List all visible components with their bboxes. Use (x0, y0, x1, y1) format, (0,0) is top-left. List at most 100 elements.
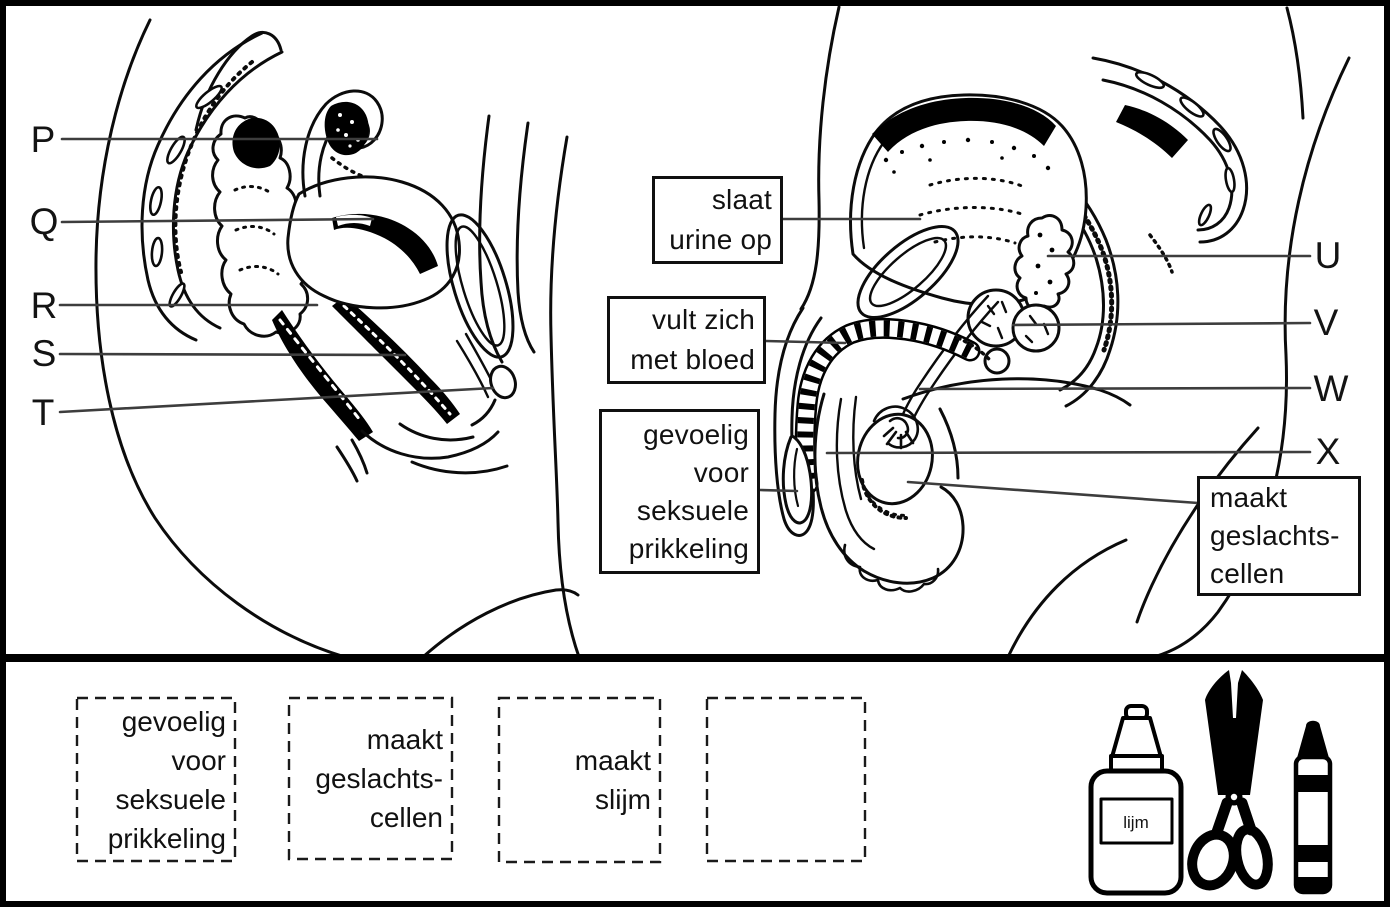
leader-line-v (1011, 321, 1312, 327)
cutout-line: gevoelig (121, 705, 226, 737)
letter-labels: P Q R S T U V W X (30, 119, 1349, 472)
female-fold-4 (470, 398, 497, 427)
cutout-line: voor (171, 744, 226, 776)
female-fold-3 (410, 460, 509, 475)
male-coccyx-stipple (1148, 233, 1174, 274)
female-fold-1 (360, 429, 500, 460)
male-testis (856, 412, 934, 506)
cutout-border-1 (75, 696, 237, 863)
male-prostate-lobe-2 (1011, 303, 1061, 353)
female-ovary (324, 101, 369, 156)
callout-line: gevoelig (643, 418, 749, 450)
label-letter-p: P (31, 119, 56, 160)
leader-line-glans-callout (758, 488, 799, 493)
male-thigh-front (1135, 426, 1260, 624)
callout-line: prikkeling (628, 532, 749, 564)
label-letter-s: S (32, 333, 57, 374)
callout-fills-with-blood: vult zich met bloed (607, 296, 766, 384)
female-clitoris (489, 364, 517, 400)
glue-label-box (1099, 797, 1174, 845)
male-bladder-inner-wall (860, 140, 886, 250)
female-sacrum-stipple (173, 60, 254, 274)
cutout-box-empty[interactable] (707, 698, 865, 861)
female-sacrum-outer (140, 31, 264, 342)
male-vertebra-facets (1134, 70, 1236, 227)
leader-line-x (825, 450, 1312, 455)
female-uterus-cavity (332, 213, 438, 274)
cutout-border-2 (287, 696, 454, 861)
cutout-box-makes-sex-cells[interactable]: maakt geslachts- cellen (289, 698, 452, 859)
female-pubic-bone-outer (445, 213, 515, 359)
callout-line: cellen (1210, 558, 1285, 589)
female-figure (94, 18, 581, 659)
male-corpus-cavernosum (794, 317, 981, 495)
male-groin-crease (901, 377, 1132, 407)
cutout-line: maakt (366, 724, 443, 755)
female-front-line-2 (515, 121, 536, 354)
male-penis-skin-outer (773, 306, 815, 537)
callout-line: seksuele (636, 494, 749, 526)
label-letter-t: T (32, 392, 55, 433)
female-urethra-2 (455, 339, 490, 399)
male-buttock-fold (1006, 538, 1128, 659)
male-sacrum-shadow (1116, 105, 1188, 158)
male-figure (773, 5, 1351, 660)
callout-line: met bloed (630, 344, 755, 375)
leader-line-penis-callout (764, 339, 847, 345)
female-buttock-fold (421, 588, 580, 659)
crayon-icon (1293, 720, 1333, 895)
cutout-line: geslachts- (315, 763, 443, 794)
tool-icons: lijm (1088, 670, 1333, 896)
label-letter-w: W (1314, 368, 1349, 409)
leader-line-testis-callout (906, 480, 1200, 505)
male-pubic-bone-inner (868, 236, 948, 308)
male-glans-inner-line (793, 447, 800, 508)
leader-line-s (58, 352, 407, 357)
callout-makes-sex-cells: maakt geslachts- cellen (1197, 476, 1361, 596)
female-anus-line-2 (335, 445, 359, 483)
cutout-line: cellen (369, 802, 443, 833)
male-front-outline (799, 5, 841, 311)
male-back-line-2 (1285, 6, 1305, 120)
female-back-outline (94, 18, 347, 659)
cutout-box-sensitive-stimulation[interactable]: gevoelig voor seksuele prikkeling (77, 698, 235, 861)
male-scrotum-outline (813, 392, 965, 585)
cutout-border-3 (497, 696, 662, 864)
female-vertebra-facets (149, 84, 223, 308)
scissors-icon (1187, 670, 1273, 891)
male-cowper-gland (983, 347, 1011, 375)
female-colon-shadow (232, 117, 280, 169)
leader-line-w (918, 386, 1312, 391)
label-letter-q: Q (30, 201, 59, 242)
cutout-box-makes-mucus[interactable]: maakt slijm (499, 698, 660, 862)
glue-bottle-icon: lijm (1088, 704, 1184, 896)
male-corpus-stipple (956, 336, 992, 362)
female-pubic-bone-inner (454, 225, 506, 347)
male-glans (781, 434, 814, 525)
female-sacrum-inner (171, 50, 284, 330)
callout-line: geslachts- (1210, 520, 1340, 551)
cutout-border-4 (705, 696, 867, 863)
callout-line: maakt (1210, 482, 1288, 513)
male-thigh-inner (938, 407, 960, 480)
cutout-dashed-borders (75, 696, 867, 864)
glue-label-text: lijm (1123, 813, 1149, 832)
male-pubic-bone-outer (856, 225, 960, 319)
female-uterus (286, 175, 461, 310)
male-scrotum-septum-1 (835, 397, 876, 551)
callout-sensitive-stimulation: gevoelig voor seksuele prikkeling (599, 409, 760, 574)
cutout-line: maakt (574, 745, 651, 776)
callout-line: voor (693, 456, 749, 488)
cutout-line: prikkeling (107, 822, 226, 854)
female-fold-2 (398, 422, 475, 442)
female-ovary-stipple (330, 156, 364, 178)
male-bladder-top-shadow (872, 97, 1056, 152)
label-letter-r: R (31, 285, 58, 326)
callout-stores-urine: slaat urine op (652, 176, 783, 264)
leader-lines (58, 137, 1312, 505)
callout-line: urine op (669, 224, 772, 255)
female-thigh-outline (549, 135, 581, 659)
female-anus-line-1 (350, 438, 369, 475)
